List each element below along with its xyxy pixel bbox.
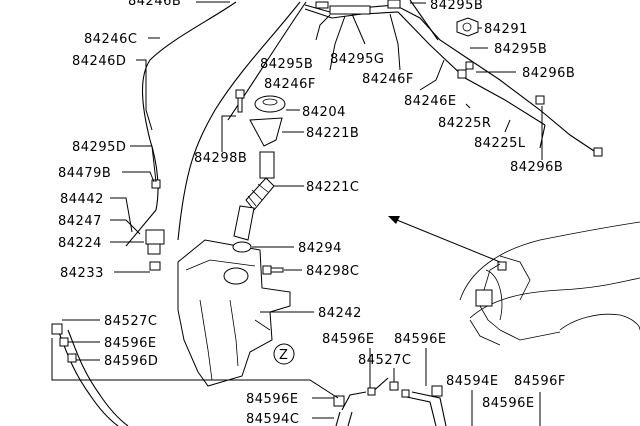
label-84221b: 84221B bbox=[306, 126, 359, 141]
label-84596f: 84596F bbox=[514, 374, 566, 389]
part-labels: 84246B 84295B 84246C 84291 84295B 84295G… bbox=[58, 0, 575, 426]
label-84204: 84204 bbox=[302, 105, 346, 120]
label-84246e: 84246E bbox=[404, 94, 457, 109]
label-84596e-e: 84596E bbox=[482, 396, 535, 411]
nozzle-assembly bbox=[475, 261, 507, 331]
label-84298c: 84298C bbox=[306, 264, 359, 279]
washer-tank bbox=[177, 239, 291, 387]
label-84294: 84294 bbox=[298, 241, 342, 256]
label-84225r: 84225R bbox=[438, 116, 491, 131]
z-marker: Z bbox=[273, 343, 295, 365]
grommet bbox=[456, 17, 479, 37]
clips bbox=[51, 0, 603, 407]
label-84295b-top: 84295B bbox=[430, 0, 483, 13]
filler-hose bbox=[232, 151, 275, 253]
car-body-outline bbox=[459, 221, 640, 346]
label-84246c: 84246C bbox=[84, 32, 137, 47]
washer-pump bbox=[145, 229, 165, 271]
label-84233: 84233 bbox=[60, 266, 104, 281]
label-84246f-a: 84246F bbox=[264, 77, 316, 92]
label-84594c: 84594C bbox=[246, 412, 299, 426]
label-84225l: 84225L bbox=[474, 136, 526, 151]
label-84527c-b: 84527C bbox=[358, 353, 411, 368]
label-84594e: 84594E bbox=[446, 374, 499, 389]
label-84596e-a: 84596E bbox=[104, 336, 157, 351]
label-84296b-b: 84296B bbox=[510, 160, 563, 175]
label-84295b-right: 84295B bbox=[494, 42, 547, 57]
z-marker-label: Z bbox=[279, 348, 288, 363]
label-84295b-left: 84295B bbox=[260, 57, 313, 72]
label-84242: 84242 bbox=[318, 306, 362, 321]
label-84596e-d: 84596E bbox=[246, 392, 299, 407]
leader-lines bbox=[51, 1, 543, 426]
label-84291: 84291 bbox=[484, 22, 528, 37]
label-84246d: 84246D bbox=[72, 54, 126, 69]
label-84221c: 84221C bbox=[306, 180, 359, 195]
filler-cap bbox=[249, 95, 286, 147]
bolts bbox=[235, 89, 284, 275]
label-84246f-b: 84246F bbox=[362, 72, 414, 87]
label-84296b-a: 84296B bbox=[522, 66, 575, 81]
label-84295d: 84295D bbox=[72, 140, 126, 155]
label-84246b: 84246B bbox=[128, 0, 181, 9]
label-84247: 84247 bbox=[58, 214, 102, 229]
label-84527c-a: 84527C bbox=[104, 314, 157, 329]
label-84596e-b: 84596E bbox=[322, 332, 375, 347]
label-84298b: 84298B bbox=[194, 151, 247, 166]
label-84479b: 84479B bbox=[58, 166, 111, 181]
label-84295g: 84295G bbox=[330, 52, 384, 67]
label-84596e-c: 84596E bbox=[394, 332, 447, 347]
label-84224: 84224 bbox=[58, 236, 102, 251]
label-84596d: 84596D bbox=[104, 354, 158, 369]
label-84442: 84442 bbox=[60, 192, 104, 207]
